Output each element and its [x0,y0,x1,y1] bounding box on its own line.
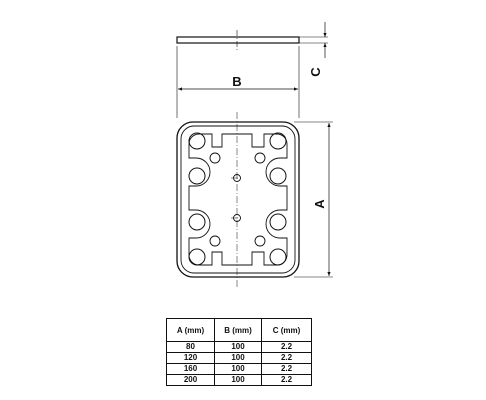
table-cell: 2.2 [261,374,312,386]
table-row: 200 100 2.2 [166,374,312,386]
table-cell: 120 [166,352,215,364]
dimension-b [176,46,300,118]
mending-plate [176,121,300,278]
hole-large [188,213,206,231]
table-row: 80 100 2.2 [166,341,312,353]
table-cell: 2.2 [261,352,312,364]
side-view [176,22,328,58]
plate-inner-outline [180,125,296,274]
dimension-c-label: C [308,67,323,77]
table-row: 160 100 2.2 [166,363,312,375]
hole-small [209,235,221,247]
column-header-b: B (mm) [214,318,262,342]
hole-large [269,167,287,185]
table-row: 120 100 2.2 [166,352,312,364]
plate-outline [176,121,300,278]
table-cell: 160 [166,363,215,375]
dimension-table: A (mm) B (mm) C (mm) 80 100 2.2 120 100 … [166,318,312,386]
hole-large [188,132,206,150]
table-cell: 100 [214,341,262,353]
plate-relief-contour [188,133,288,266]
hole-large [269,248,287,266]
hole-large [188,167,206,185]
table-cell: 100 [214,374,262,386]
table-header-row: A (mm) B (mm) C (mm) [166,318,312,342]
dimension-a-label: A [312,199,327,209]
hole-small [254,152,266,164]
column-header-c: C (mm) [261,318,312,342]
table-cell: 100 [214,363,262,375]
table-cell: 200 [166,374,215,386]
table-cell: 100 [214,352,262,364]
centerlines [231,112,243,287]
hole-small [209,152,221,164]
table-cell: 80 [166,341,215,353]
hole-large [269,132,287,150]
technical-drawing: B C A [176,22,333,287]
dimension-b-label: B [232,74,241,89]
column-header-a: A (mm) [166,318,215,342]
dimension-a [294,121,333,278]
hole-large [269,213,287,231]
hole-small [254,235,266,247]
table-cell: 2.2 [261,341,312,353]
hole-large [188,248,206,266]
table-cell: 2.2 [261,363,312,375]
